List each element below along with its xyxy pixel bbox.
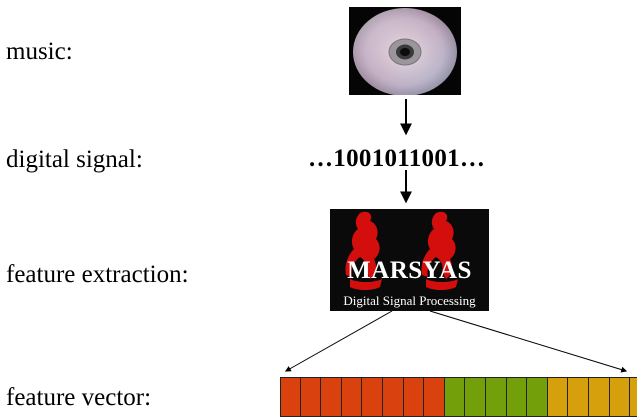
feature-vector-cell xyxy=(506,377,528,417)
feature-vector-cell xyxy=(588,377,610,417)
feature-vector-cell xyxy=(362,377,383,417)
feature-vector-cell xyxy=(547,377,569,417)
arrow-diag-right xyxy=(429,310,628,373)
marsyas-title: MARSYAS xyxy=(347,257,472,284)
feature-vector-cell xyxy=(300,377,322,417)
feature-vector-cell xyxy=(382,377,404,417)
marsyas-subtitle: Digital Signal Processing xyxy=(343,293,476,308)
feature-vector-bar xyxy=(280,377,637,417)
label-digital-signal: digital signal: xyxy=(6,146,143,173)
feature-vector-cell xyxy=(321,377,342,417)
feature-vector-cell xyxy=(465,377,486,417)
digital-signal-bits: …1001011001… xyxy=(308,145,486,172)
cd-disc-icon xyxy=(349,7,461,95)
feature-vector-cell xyxy=(341,377,363,417)
feature-vector-cell xyxy=(280,377,301,417)
feature-vector-cell xyxy=(568,377,589,417)
label-feature-extraction: feature extraction: xyxy=(6,261,189,288)
feature-vector-cell xyxy=(424,377,445,417)
marsyas-logo: MARSYAS Digital Signal Processing xyxy=(330,209,489,311)
arrow-diag-left xyxy=(284,310,393,372)
feature-vector-cell xyxy=(403,377,425,417)
label-feature-vector: feature vector: xyxy=(6,384,152,411)
feature-vector-cell xyxy=(609,377,631,417)
feature-vector-cell xyxy=(485,377,507,417)
feature-vector-cell xyxy=(444,377,466,417)
feature-vector-cell xyxy=(630,377,637,417)
label-music: music: xyxy=(6,38,73,65)
feature-vector-cell xyxy=(527,377,548,417)
